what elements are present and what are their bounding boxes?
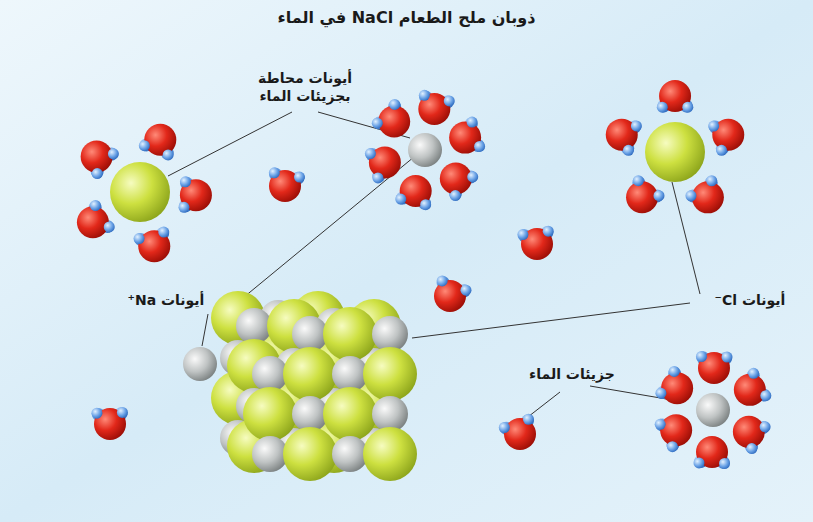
water-molecule (499, 414, 536, 450)
sodium-ion (292, 396, 328, 432)
leader-lines (168, 112, 700, 420)
leader-line (202, 314, 208, 346)
water-molecule (81, 141, 119, 179)
water-molecule (434, 275, 471, 312)
water-molecule (372, 99, 410, 137)
water-molecule (626, 175, 664, 213)
water-molecule (139, 124, 176, 161)
callout-label: جزيئات الماء (529, 366, 615, 384)
water-molecule (734, 368, 771, 406)
callout-label: أيونات محاطة بجزيئات الماء (230, 70, 380, 105)
water-molecule (365, 146, 401, 183)
water-molecule (733, 416, 771, 454)
water-molecule (91, 407, 128, 440)
sodium-ion (292, 316, 328, 352)
label-box: أيونات Na⁺ (96, 292, 236, 310)
water-molecule (657, 80, 694, 113)
sodium-ion (372, 396, 408, 432)
sodium-ion (183, 347, 217, 381)
chloride-ion (323, 387, 377, 441)
title: ذوبان ملح الطعام NaCl في الماء (278, 8, 536, 27)
sodium-ion (236, 308, 272, 344)
chloride-ion (110, 162, 170, 222)
chloride-ion (283, 347, 337, 401)
chloride-ion (645, 122, 705, 182)
water-molecule (655, 414, 692, 452)
callout-label: أيونات Na⁺ (128, 292, 205, 310)
water-molecule (685, 175, 723, 213)
chloride-ion (243, 387, 297, 441)
sodium-ion (372, 316, 408, 352)
callout-label: أيونات Cl⁻ (715, 292, 786, 310)
label-box: جزيئات الماء (512, 366, 632, 384)
water-molecule (693, 436, 730, 469)
sodium-ion (252, 356, 288, 392)
chloride-ion (323, 307, 377, 361)
sodium-ion (332, 356, 368, 392)
title-text: ذوبان ملح الطعام NaCl في الماء (0, 8, 813, 27)
water-molecule (655, 366, 693, 404)
water-molecule (418, 90, 454, 125)
chloride-ion (363, 427, 417, 481)
sodium-ion (696, 393, 730, 427)
leader-line (168, 112, 292, 176)
chloride-ion (283, 427, 337, 481)
sodium-ion (408, 133, 442, 167)
water-molecule (269, 167, 305, 202)
water-molecule (77, 200, 115, 238)
water-molecule (440, 163, 478, 201)
particles (77, 80, 771, 481)
label-box: أيونات محاطة بجزيئات الماء (230, 70, 380, 105)
water-molecule (449, 117, 485, 154)
water-molecule (178, 176, 211, 213)
label-box: أيونات Cl⁻ (694, 292, 806, 310)
water-molecule (606, 119, 642, 156)
water-molecule (517, 226, 553, 260)
sodium-ion (252, 436, 288, 472)
water-molecule (708, 119, 744, 156)
water-molecule (395, 175, 431, 210)
chloride-ion (363, 347, 417, 401)
water-molecule (696, 351, 733, 384)
water-molecule (134, 227, 171, 263)
sodium-ion (332, 436, 368, 472)
